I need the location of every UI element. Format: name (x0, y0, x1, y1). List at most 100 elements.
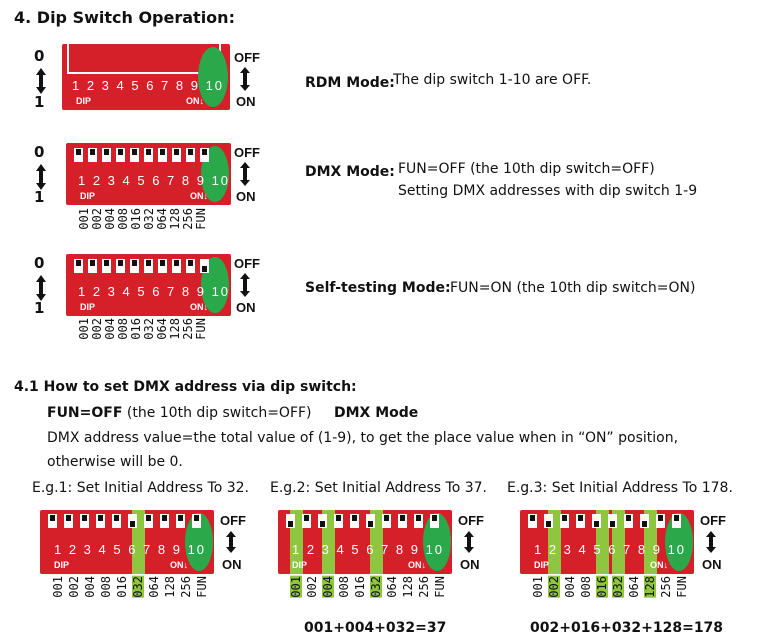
on-arrow-label: ON↓ (190, 191, 208, 201)
switch-knob-lever (594, 521, 599, 527)
value-label: 008 (99, 576, 113, 598)
value-label: 001 (289, 576, 303, 598)
switch-knob (172, 148, 181, 162)
switch-knob (350, 514, 359, 528)
one-label: 1 (34, 299, 45, 317)
switch-knob (334, 514, 343, 528)
value-label: 064 (147, 576, 161, 598)
value-label: 002 (67, 576, 81, 598)
fun-off-line: FUN=OFF (the 10th dip switch=OFF) DMX Mo… (47, 405, 418, 421)
switch-knob-lever (530, 515, 535, 521)
value-label: 008 (116, 208, 130, 230)
dip-label: DIP (80, 302, 96, 312)
mode-label-selftest: Self-testing Mode: (305, 280, 451, 296)
subsection-title: 4.1 How to set DMX address via dip switc… (14, 379, 357, 395)
value-label: 002 (305, 576, 319, 598)
on-label: ON (460, 557, 480, 572)
switch-knob (130, 259, 139, 273)
switch-knob (88, 148, 97, 162)
zero-label: 0 (34, 254, 45, 272)
switch-knob (80, 514, 89, 528)
switch-knob-lever (188, 260, 193, 266)
switch-knob (624, 514, 633, 528)
switch-knob (74, 148, 83, 162)
value-label: 016 (353, 576, 367, 598)
on-arrow-label: ON↓ (650, 560, 668, 570)
value-label: 002 (90, 318, 104, 340)
value-label: 004 (103, 208, 117, 230)
switch-knob (144, 514, 153, 528)
switch-knob (176, 514, 185, 528)
switch-knob (186, 259, 195, 273)
switch-knob-lever (194, 515, 199, 521)
switch-knob (112, 514, 121, 528)
on-label: ON (702, 557, 722, 572)
switch-knob-lever (130, 521, 135, 527)
value-label: 004 (103, 318, 117, 340)
value-label: 256 (179, 576, 193, 598)
value-label: 128 (168, 208, 182, 230)
value-label: 001 (531, 576, 545, 598)
dmx-desc-line2: otherwise will be 0. (47, 454, 183, 470)
switch-numbers: 1 2 3 4 5 6 7 8 9 10 (72, 78, 225, 93)
on-arrow-label: ON↓ (408, 560, 426, 570)
switch-knob (74, 259, 83, 273)
dip-label: DIP (76, 96, 92, 106)
switch-knob-lever (174, 260, 179, 266)
switch-knob (116, 148, 125, 162)
switch-knob (656, 514, 665, 528)
on-arrow-label: ON↓ (170, 560, 188, 570)
value-label: 008 (116, 318, 130, 340)
dip-label: DIP (292, 560, 308, 570)
switch-knob-lever (384, 515, 389, 521)
value-label: 128 (643, 576, 657, 598)
switch-knob (130, 148, 139, 162)
switch-knob-lever (162, 515, 167, 521)
mode-label-rdm: RDM Mode: (305, 75, 395, 91)
switch-knob-lever (626, 515, 631, 521)
example-formula-2: 001+004+032=37 (304, 620, 447, 636)
switch-knob-lever (178, 515, 183, 521)
off-label: OFF (234, 256, 260, 271)
value-label: 256 (181, 208, 195, 230)
value-label: 016 (595, 576, 609, 598)
switch-knob-lever (66, 515, 71, 521)
switch-knob-lever (114, 515, 119, 521)
switch-knob (528, 514, 537, 528)
switch-knob (286, 514, 295, 528)
value-label: 004 (563, 576, 577, 598)
value-label: 032 (142, 318, 156, 340)
value-label: FUN (194, 208, 208, 230)
switch-knob-lever (416, 515, 421, 521)
value-label: 008 (579, 576, 593, 598)
updown-arrow-icon (240, 162, 250, 186)
switch-knob-lever (658, 515, 663, 521)
switch-knob-lever (432, 515, 437, 521)
section-title: 4. Dip Switch Operation: (14, 8, 235, 27)
switch-knob (144, 148, 153, 162)
example-caption-2: E.g.2: Set Initial Address To 37. (270, 480, 487, 496)
value-label: 001 (51, 576, 65, 598)
switch-knob (414, 514, 423, 528)
switch-knob-lever (674, 515, 679, 521)
on-label: ON (236, 94, 256, 109)
switch-knob-lever (50, 515, 55, 521)
updown-arrow-icon (226, 531, 236, 553)
zero-label: 0 (34, 47, 45, 65)
value-label: FUN (195, 576, 209, 598)
value-label: 016 (115, 576, 129, 598)
switch-knob (382, 514, 391, 528)
value-label: 001 (77, 208, 91, 230)
value-label: 016 (129, 318, 143, 340)
switch-knob (48, 514, 57, 528)
switch-knob-lever (118, 260, 123, 266)
value-label: 032 (611, 576, 625, 598)
switch-knob-lever (188, 149, 193, 155)
switch-body: 1 2 3 4 5 6 7 8 9 10 DIP ON↓ (62, 44, 230, 110)
value-label: 008 (337, 576, 351, 598)
value-label: 064 (155, 208, 169, 230)
switch-knob-lever (104, 149, 109, 155)
switch-knob-lever (202, 266, 207, 272)
mode-desc-dmx-1: FUN=OFF (the 10th dip switch=OFF) (398, 161, 655, 177)
switch-knob (560, 514, 569, 528)
